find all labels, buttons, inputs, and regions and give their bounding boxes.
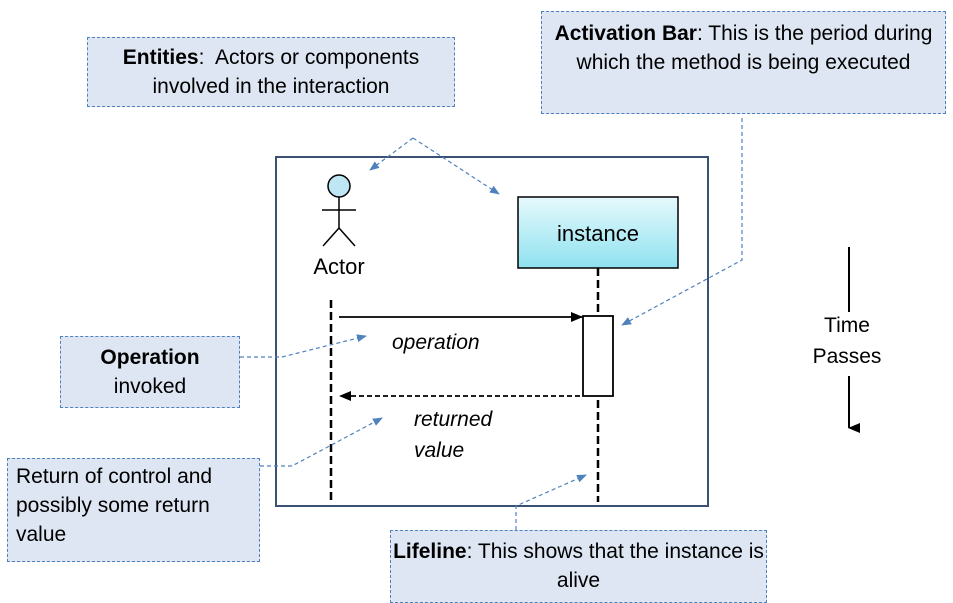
return-connector [260,417,383,467]
lifeline-sep: : [466,540,473,563]
actor-icon [322,174,356,247]
lifeline-connector [515,474,587,530]
lifeline-body: This shows that the instance is alive [477,540,764,592]
returned-label-line2: value [414,439,464,462]
activation-connector [621,118,743,326]
entities-connector-actor [369,137,414,171]
entities-body: Actors or components involved in the int… [152,46,420,98]
return-body-line3: value [16,523,67,546]
instance-label: instance [557,221,639,246]
operation-label: operation [392,331,480,354]
activation-body: This is the period during which the meth… [576,22,933,74]
return-callout: Return of control and possibly some retu… [7,458,260,562]
entities-connector-instance [412,137,500,195]
activation-callout: Activation Bar: This is the period durin… [541,11,946,114]
lifeline-title: Lifeline [393,540,467,563]
returned-label-line1: returned [414,408,494,431]
return-body-line1: Return of control and [16,465,213,488]
entities-callout: Entities: Actors or components involved … [87,37,455,107]
time-label-bg [778,312,918,376]
return-body-line2: possibly some return [16,494,210,517]
activation-title: Activation Bar [554,22,697,45]
entities-sep: : [198,46,205,69]
activation-sep: : [696,22,703,45]
lifeline-callout: Lifeline: This shows that the instance i… [390,530,767,603]
time-label-line2: Passes [813,345,882,368]
operation-title: Operation [100,346,200,369]
activation-bar [582,315,614,397]
operation-connector [240,334,367,358]
time-label-line1: Time [824,314,870,337]
operation-callout: Operation invoked [60,336,240,408]
actor-label: Actor [313,254,364,279]
diagram-frame [275,156,709,507]
operation-body: invoked [113,375,187,398]
entities-title: Entities [122,46,199,69]
instance-box [517,196,679,269]
